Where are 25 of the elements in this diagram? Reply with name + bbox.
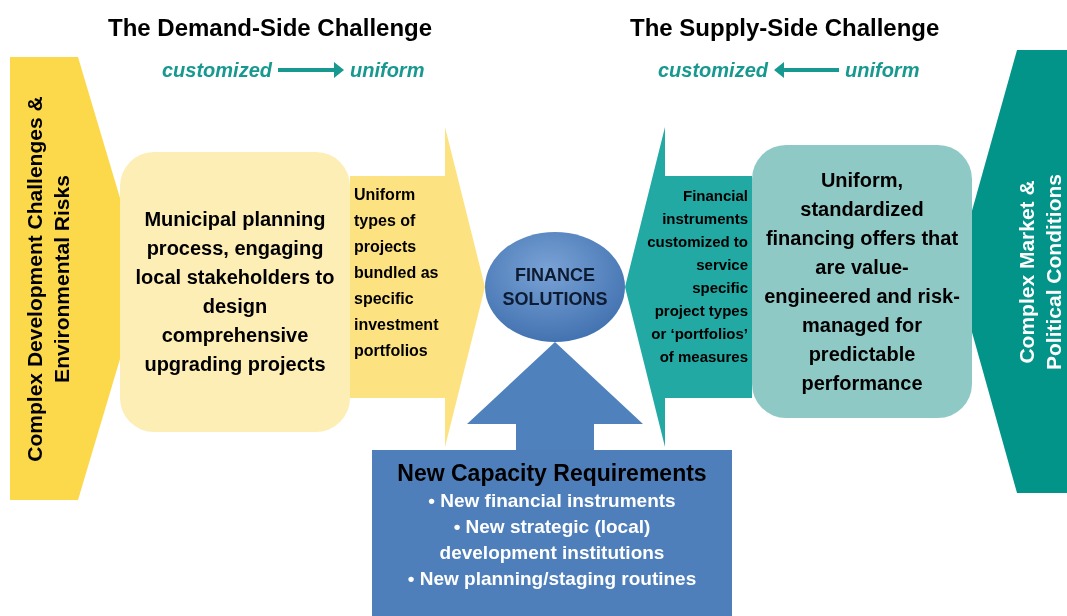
rounded-box <box>120 152 350 432</box>
direction-word: uniform <box>845 56 920 84</box>
block-arrow <box>467 342 643 450</box>
box-text: Municipal planning process, engaging local stakeholders to design comprehensive upgrading projects <box>134 207 336 377</box>
bullet-item: • New strategic (local) development institutions <box>438 515 666 565</box>
arrow <box>278 62 344 78</box>
rounded-box <box>752 145 972 418</box>
edge-label: Uniform types of projects bundled as specific investment portfolios <box>354 185 440 361</box>
arrow <box>774 62 839 78</box>
direction-word: uniform <box>350 56 425 84</box>
block-arrow <box>625 127 752 447</box>
band-label: Complex Development Challenges & Environmental Risks <box>22 94 74 464</box>
bullet-item: • New planning/staging routines <box>406 567 698 591</box>
box-text: Uniform, standardized financing offers that are value-engineered and risk-managed for predictable performance <box>764 167 960 396</box>
edge-label: Financial instruments customized to service specific project types or ‘portfolios’ of measures <box>646 186 748 367</box>
section-title: The Supply-Side Challenge <box>630 13 940 43</box>
box-heading: New Capacity Requirements <box>397 459 707 488</box>
direction-word: customized <box>658 56 769 84</box>
direction-word: customized <box>161 56 272 84</box>
block-arrow <box>350 127 485 447</box>
band-label: Complex Market & Political Conditions <box>1014 172 1066 372</box>
bullet-item: • New financial instruments <box>427 489 677 513</box>
ellipse-label: FINANCE SOLUTIONS <box>501 264 609 311</box>
section-title: The Demand-Side Challenge <box>108 13 433 43</box>
requirements-box <box>372 450 732 616</box>
